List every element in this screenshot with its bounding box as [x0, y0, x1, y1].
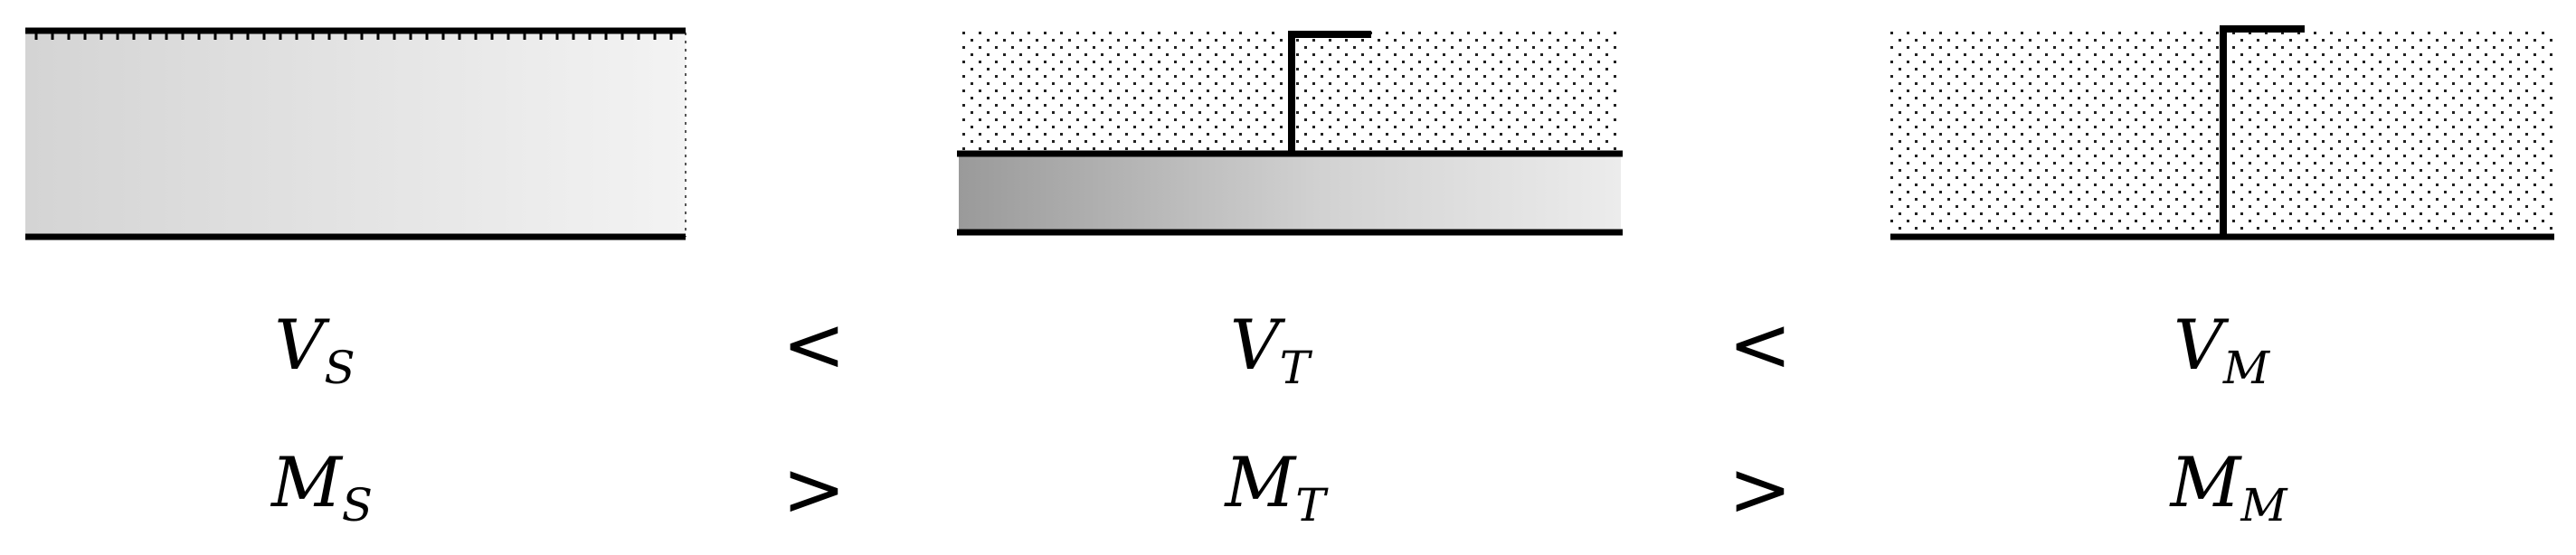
- momentum-label-t: MT: [1223, 442, 1329, 531]
- velocity-label-s: VS: [274, 305, 355, 394]
- velocity-label-t: VT: [1230, 305, 1313, 394]
- panel-s: [25, 27, 687, 240]
- momentum-row: MS > MT > MM: [270, 442, 2288, 533]
- momentum-label-m: MM: [2168, 442, 2288, 531]
- velocity-comparison-2: <: [1728, 300, 1792, 389]
- gradient-slab: [959, 154, 1621, 231]
- velocity-comparison-1: <: [782, 300, 846, 389]
- momentum-comparison-2: >: [1728, 445, 1792, 533]
- panel-m: [1890, 25, 2554, 240]
- momentum-label-s: MS: [270, 442, 373, 531]
- velocity-label-m: VM: [2174, 305, 2271, 394]
- probe-marker: [1288, 31, 1371, 154]
- momentum-comparison-1: >: [782, 445, 846, 533]
- probe-marker: [2220, 25, 2305, 237]
- velocity-row: VS < VT < VM: [274, 300, 2270, 394]
- panel-t: [957, 31, 1623, 236]
- solid-slab: [25, 33, 686, 237]
